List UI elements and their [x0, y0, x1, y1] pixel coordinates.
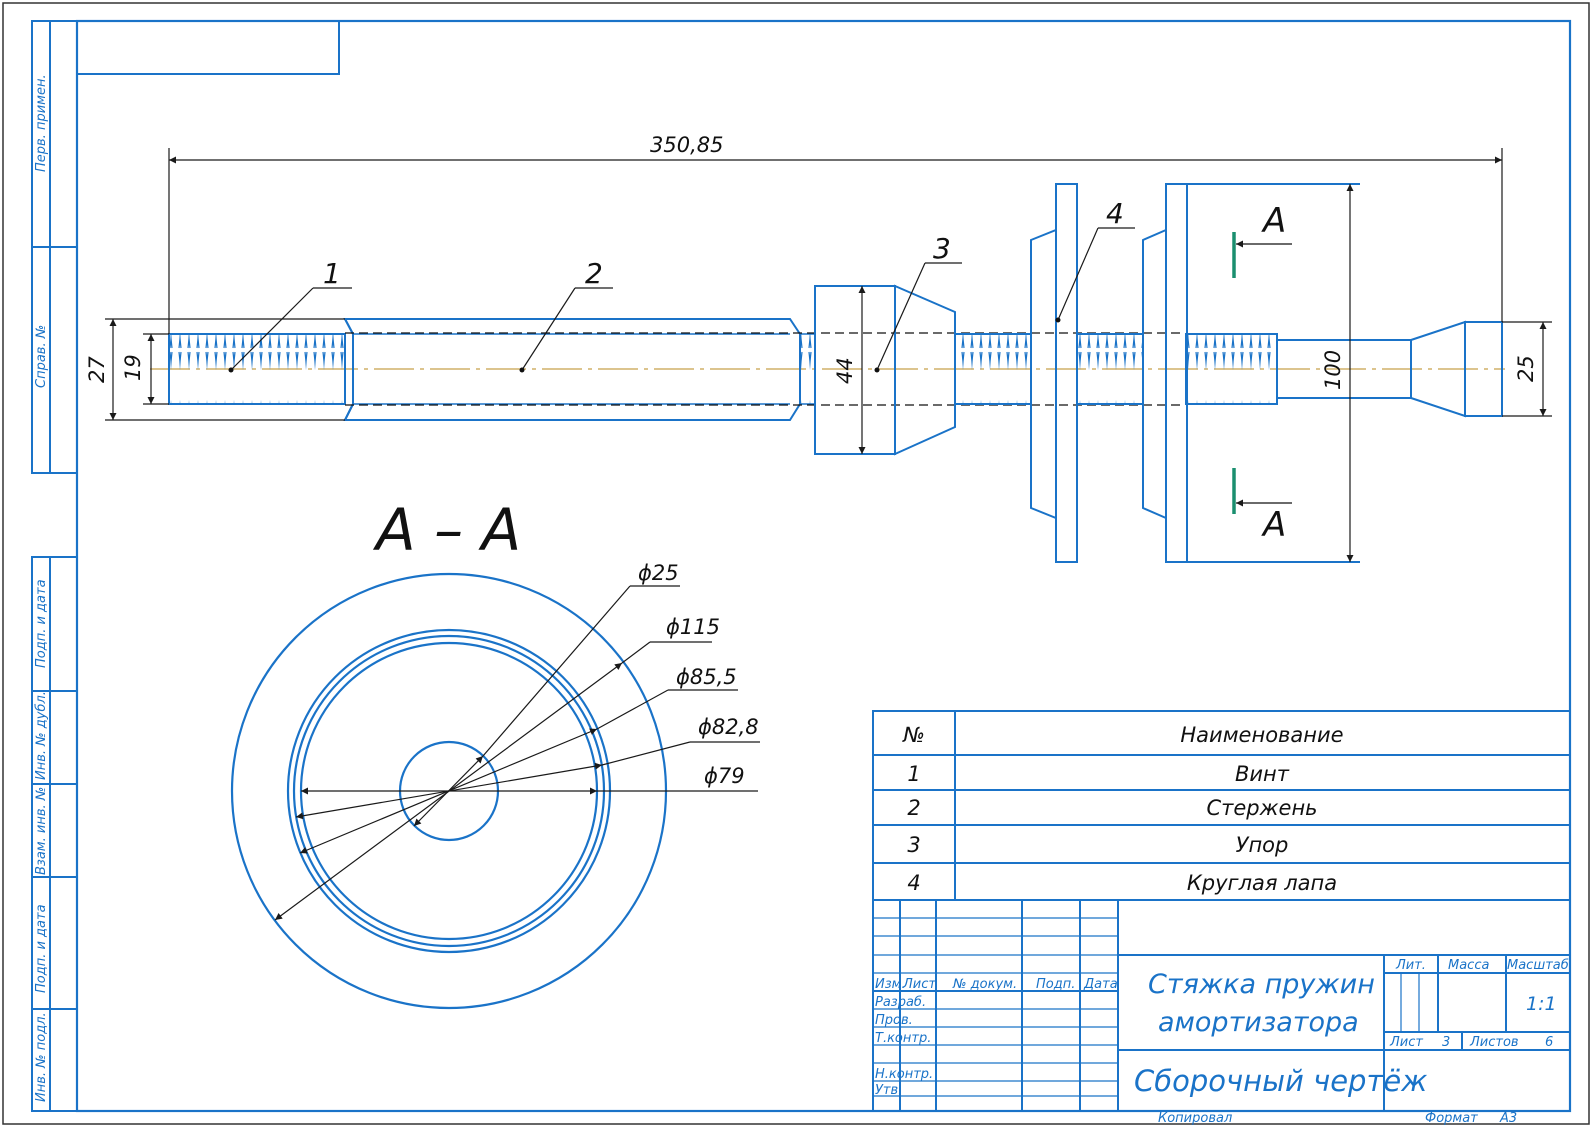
tb-lit-label: Лит.: [1395, 958, 1426, 973]
tb-massa-label: Масса: [1448, 958, 1489, 973]
tb-sheets-total: 6: [1545, 1035, 1553, 1050]
parts-row-1-name: Винт: [1235, 762, 1290, 786]
tb-razrab: Разраб.: [875, 995, 926, 1010]
tb-col-doc: № докум.: [952, 977, 1017, 992]
tb-sheet-label: Лист: [1389, 1035, 1423, 1050]
thread-segment-2: [1076, 333, 1144, 405]
section-title: А – А: [372, 496, 521, 564]
top-left-stamp: [76, 20, 340, 75]
rod-body: [343, 318, 801, 421]
parts-header-no: №: [902, 723, 925, 747]
parts-header-name: Наименование: [1180, 723, 1343, 747]
stamp-perv-primen: Перв. примен.: [34, 74, 49, 172]
stop-cone: [894, 284, 956, 456]
tb-nkontr: Н.контр.: [875, 1067, 933, 1082]
dim-44: 44: [833, 357, 857, 384]
tb-col-podp: Подп.: [1036, 977, 1075, 992]
section-dim-79: ϕ79: [704, 764, 745, 788]
thread-segment-1: [954, 333, 1032, 405]
callouts: [230, 227, 1135, 371]
tb-title-line1: Стяжка пружин: [1148, 969, 1375, 1000]
parts-row-3-name: Упор: [1236, 833, 1289, 857]
dim-27: 27: [85, 356, 109, 383]
parts-row-3-no: 3: [907, 833, 920, 857]
side-stamp: [31, 20, 78, 1112]
parts-row-1-no: 1: [907, 762, 920, 786]
section-dim-25: ϕ25: [638, 561, 679, 585]
title-block: [872, 899, 1571, 1112]
paw-2-cone: [1142, 228, 1167, 520]
callout-3: 3: [933, 232, 951, 265]
parts-row-2-no: 2: [907, 796, 920, 820]
section-dim-855: ϕ85,5: [676, 665, 737, 689]
section-mark-top: А: [1261, 201, 1286, 241]
section-mark-bottom: А: [1261, 505, 1286, 545]
stamp-vzam-inv: Взам. инв. №: [34, 787, 49, 875]
tb-title-line2: амортизатора: [1158, 1007, 1359, 1038]
dim-25: 25: [1514, 355, 1538, 382]
tb-doc-type: Сборочный чертёж: [1134, 1064, 1427, 1098]
paw-1-cone: [1030, 228, 1057, 520]
tb-col-data: Дата: [1083, 977, 1118, 992]
tb-col-list: Лист: [902, 977, 936, 992]
rod-thread: [799, 333, 816, 405]
stamp-podp-data-2: Подп. и дата: [34, 904, 49, 993]
stamp-inv-dubl: Инв. № дубл.: [34, 691, 49, 780]
tb-tkontr: Т.контр.: [875, 1031, 931, 1046]
dim-100: 100: [1321, 350, 1345, 390]
stamp-podp-data-1: Подп. и дата: [34, 579, 49, 668]
section-dim-828: ϕ82,8: [698, 715, 759, 739]
tb-utv: Утв.: [875, 1083, 902, 1098]
tb-sheets-label: Листов: [1469, 1035, 1519, 1050]
stamp-sprav-no: Справ. №: [34, 325, 49, 388]
section-dimensions: [274, 585, 760, 921]
tb-masshtab-label: Масштаб: [1507, 958, 1569, 973]
dim-overall-length: 350,85: [650, 133, 723, 157]
parts-row-4-no: 4: [907, 871, 920, 895]
callout-4: 4: [1106, 197, 1124, 230]
parts-row-2-name: Стержень: [1206, 796, 1317, 820]
dim-19: 19: [121, 354, 145, 381]
callout-1: 1: [323, 257, 341, 290]
tb-format-value: А3: [1499, 1111, 1517, 1126]
tb-col-izm: Изм.: [875, 977, 906, 992]
paw-2-disk: [1165, 183, 1188, 563]
callout-2: 2: [585, 257, 603, 290]
tb-format-label: Формат: [1425, 1111, 1478, 1126]
dimensions: [105, 148, 1552, 562]
paw-1-disk: [1055, 183, 1078, 563]
screw-thread: [168, 333, 346, 405]
tb-sheet-no: 3: [1442, 1035, 1450, 1050]
thread-segment-3: [1185, 333, 1278, 405]
tb-prov: Пров.: [875, 1013, 913, 1028]
tb-scale: 1:1: [1526, 993, 1557, 1015]
tb-copied: Копировал: [1158, 1111, 1232, 1126]
tail-end: [1464, 321, 1503, 417]
parts-row-4-name: Круглая лапа: [1187, 871, 1337, 895]
parts-table: [872, 710, 1571, 901]
assembly-view: А А: [150, 183, 1505, 563]
stamp-inv-podl: Инв. № подл.: [34, 1012, 49, 1102]
section-dim-115: ϕ115: [666, 615, 720, 639]
